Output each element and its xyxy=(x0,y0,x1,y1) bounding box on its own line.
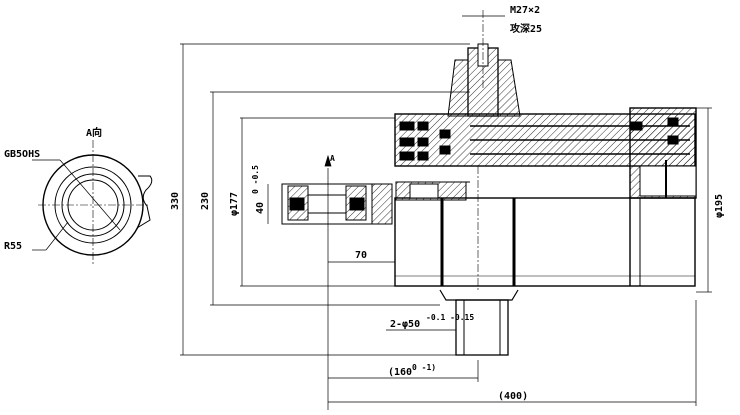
dim-40: 40 xyxy=(255,202,266,214)
dim-2phi50: 2-φ50 xyxy=(390,319,420,330)
view-a-circles xyxy=(32,140,153,265)
dim-195: φ195 xyxy=(714,194,725,218)
thread-spec: M27×2 xyxy=(510,5,540,16)
dim-2phi50-tol: -0.1 -0.15 xyxy=(426,313,474,322)
dim-160: (160 xyxy=(388,367,412,378)
dim-230: 230 xyxy=(200,192,211,210)
cylinder-body xyxy=(394,166,696,290)
main-body-section xyxy=(394,107,697,199)
top-boss xyxy=(447,10,521,117)
thread-depth: 攻深25 xyxy=(510,22,542,35)
dim-70: 70 xyxy=(355,250,367,261)
dim-40-tol: 0 -0.5 xyxy=(251,165,260,194)
dim-400: (400) xyxy=(498,391,528,402)
seal-detail xyxy=(281,183,393,225)
hardness-label: GB5OHS xyxy=(4,149,40,160)
piston-rod xyxy=(439,289,519,356)
radius-label: R55 xyxy=(4,241,22,252)
view-direction: A向 xyxy=(86,126,102,139)
dim-177: φ177 xyxy=(229,192,240,216)
labels: M27×2 攻深25 A向 A GB5OHS R55 330 230 φ177 … xyxy=(4,5,725,402)
view-marker: A xyxy=(330,154,335,163)
dim-160-tol: 0 -1) xyxy=(412,363,436,372)
dim-330: 330 xyxy=(170,192,181,210)
dimension-lines xyxy=(180,43,712,410)
